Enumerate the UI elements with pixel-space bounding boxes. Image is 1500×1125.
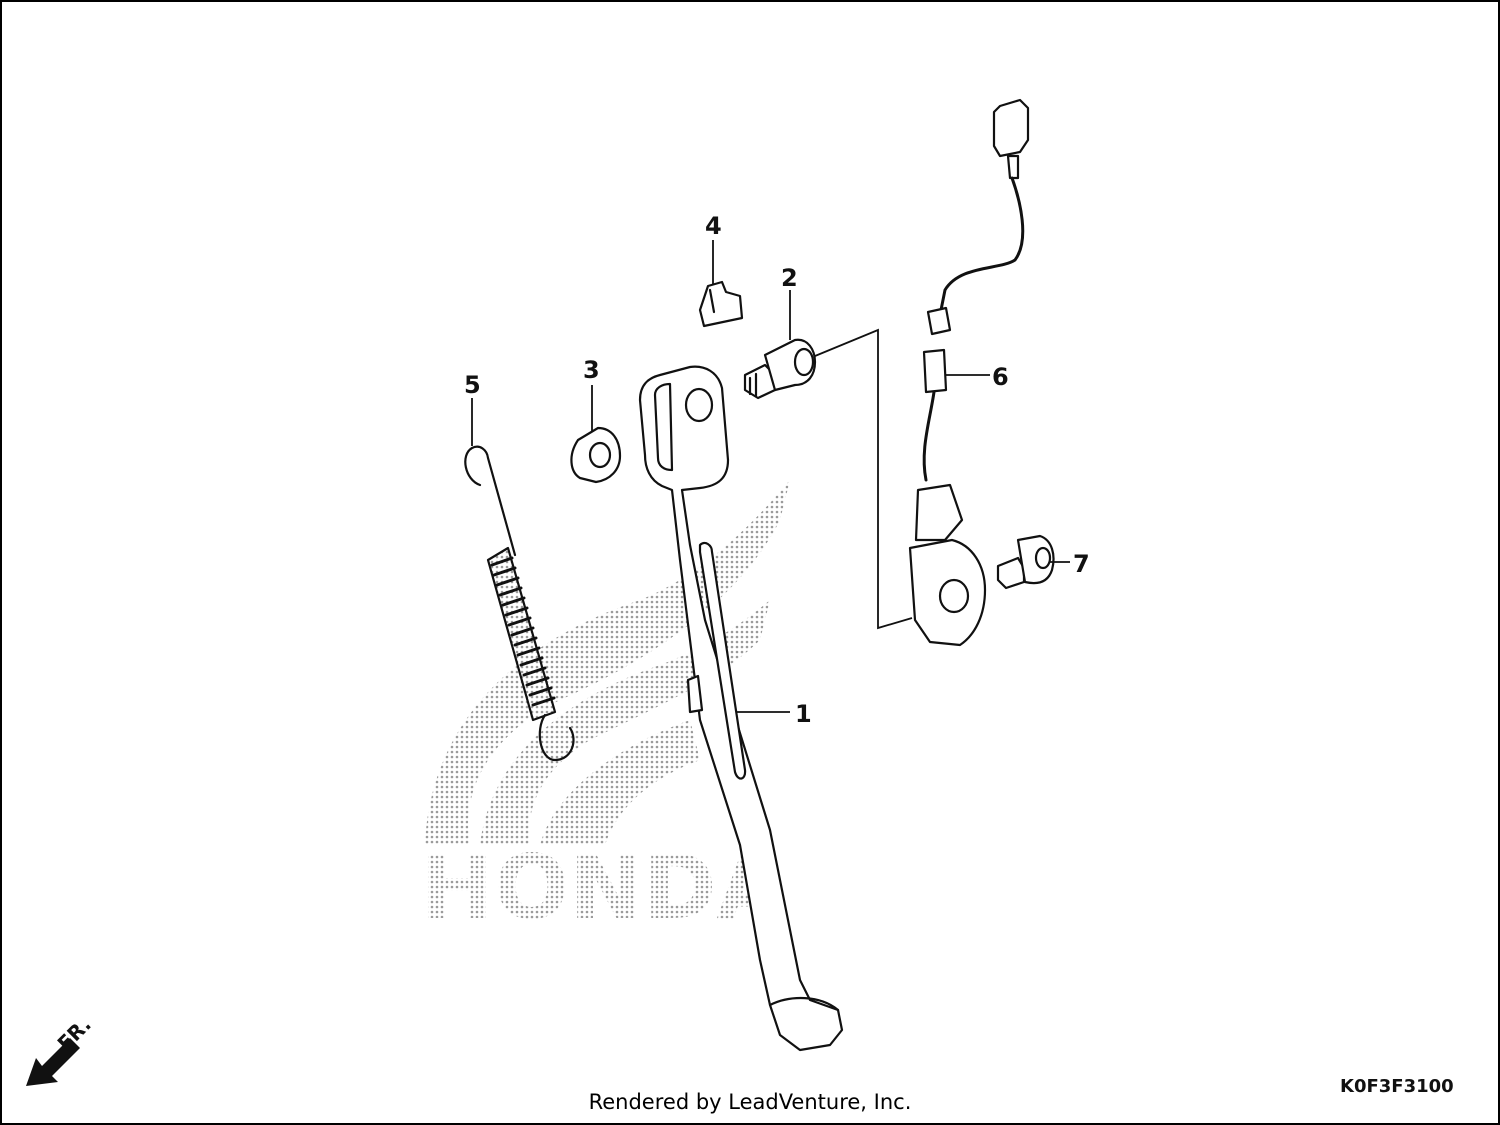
rubber-part[interactable] [698, 280, 744, 328]
pivot-bolt-part[interactable] [743, 338, 817, 400]
leader-lines [471, 240, 1070, 713]
side-stand-part[interactable] [638, 365, 844, 1052]
side-stand-switch-part[interactable] [908, 98, 1030, 647]
assembly-leader [814, 328, 913, 630]
callout-2: 2 [781, 264, 798, 292]
honda-watermark-text: HONDA [420, 836, 785, 939]
callout-6: 6 [992, 363, 1009, 391]
front-arrow-icon: FR. [26, 1012, 96, 1086]
callout-5: 5 [464, 371, 481, 399]
spring-part[interactable] [464, 445, 575, 762]
callout-1: 1 [795, 700, 812, 728]
diagram-code: K0F3F3100 [1340, 1076, 1454, 1097]
render-credit: Rendered by LeadVenture, Inc. [588, 1090, 912, 1114]
callout-7: 7 [1073, 550, 1090, 578]
nut-part[interactable] [570, 426, 622, 484]
callout-3: 3 [583, 356, 600, 384]
callout-4: 4 [705, 212, 722, 240]
switch-bolt-part[interactable] [996, 534, 1055, 590]
